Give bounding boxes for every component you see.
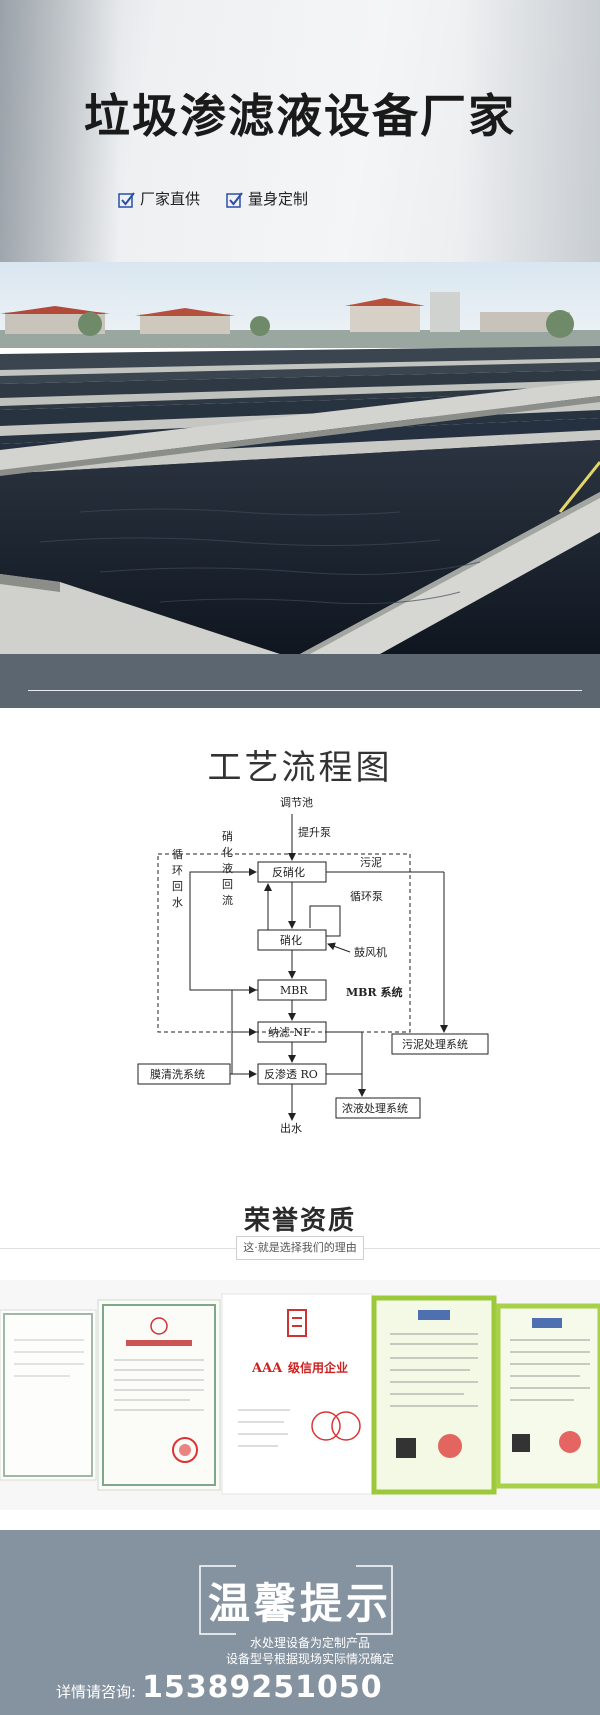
- certificate-1: [0, 1309, 97, 1481]
- label-xunhuan-huishui: 循: [172, 848, 183, 861]
- label-nalv: 纳滤 NF: [268, 1026, 311, 1039]
- process-title: 工艺流程图: [207, 748, 393, 788]
- label-mbr: MBR: [280, 984, 308, 997]
- checkbox-checked-icon: [118, 191, 135, 208]
- hero-shadow-right: [460, 0, 600, 262]
- hero-tag-label: 厂家直供: [140, 190, 201, 208]
- label-chushui: 出水: [280, 1121, 302, 1135]
- contact-label: 详情请咨询:: [56, 1683, 137, 1701]
- certificate-2: [97, 1299, 221, 1491]
- label-tishengbeng: 提升泵: [298, 826, 331, 839]
- process-flow-svg: 调节池 提升泵 反硝化 污泥 循环泵 硝化 鼓风机 MBR MBR 系统 纳滤 …: [137, 796, 489, 1135]
- certificates-strip: AAA 级信用企业: [0, 1280, 600, 1510]
- label-mbr-system: MBR 系统: [346, 985, 402, 999]
- label-xunhuan-huishui: 环: [172, 864, 183, 877]
- treatment-plant-photo: [0, 262, 600, 654]
- footer-frame-decoration: [199, 1565, 393, 1635]
- hero-tags: 厂家直供 量身定制: [118, 188, 308, 209]
- cert-aaa-text: AAA: [251, 1361, 283, 1376]
- hero-tag: 量身定制: [226, 188, 308, 209]
- box-wuni-chuli: [391, 1033, 489, 1055]
- certificate-iso-env: [495, 1303, 600, 1489]
- label-xiaohua-ye-huiliu: 液: [222, 861, 233, 875]
- footer-title: 温馨提示: [207, 1579, 392, 1628]
- footer-note-1: 水处理设备为定制产品: [249, 1636, 370, 1650]
- label-xiaohua-ye-huiliu: 化: [222, 845, 233, 859]
- footer-notice: 温馨提示 水处理设备为定制产品 设备型号根据现场实际情况确定 详情请咨询: 15…: [0, 1530, 600, 1715]
- certificates-illustration: AAA 级信用企业: [0, 1293, 600, 1495]
- treatment-plant-illustration: [0, 262, 600, 654]
- contact-phone[interactable]: 15389251050: [142, 1670, 383, 1705]
- divider-rule: [28, 690, 582, 691]
- hero-shadow-left: [0, 0, 120, 262]
- honor-subtitle: 这·就是选择我们的理由: [236, 1236, 364, 1260]
- label-gufengji: 鼓风机: [354, 945, 387, 959]
- label-xunhuan-huishui: 回: [172, 880, 183, 893]
- contact-info: 详情请咨询: 15389251050: [56, 1670, 383, 1705]
- hero-title: 垃圾渗滤液设备厂家: [84, 89, 516, 143]
- certificate-iso-14001: [371, 1295, 497, 1495]
- label-xiaohua-ye-huiliu: 流: [222, 893, 233, 907]
- label-xunhuanbeng: 循环泵: [350, 890, 383, 903]
- footer-note-2: 设备型号根据现场实际情况确定: [225, 1652, 394, 1666]
- checkbox-checked-icon: [226, 191, 243, 208]
- certificate-aaa: AAA 级信用企业: [221, 1293, 373, 1495]
- hero-banner: 垃圾渗滤液设备厂家 厂家直供 量身定制: [0, 0, 600, 262]
- process-flow-diagram: 调节池 提升泵 反硝化 污泥 循环泵 硝化 鼓风机 MBR MBR 系统 纳滤 …: [0, 790, 600, 1170]
- label-moqingxi: 膜清洗系统: [150, 1068, 205, 1081]
- label-xiaohua-ye-huiliu: 回: [222, 878, 233, 891]
- divider-band: [0, 654, 600, 708]
- label-nongye: 浓液处理系统: [342, 1101, 408, 1115]
- label-fanxiaohua: 反硝化: [272, 865, 305, 879]
- label-xiaohua: 硝化: [280, 933, 302, 947]
- mbr-system-boundary: [157, 853, 411, 1033]
- honor-title: 荣誉资质: [243, 1206, 356, 1236]
- label-wuni: 污泥: [360, 856, 382, 869]
- box-nongye: [335, 1097, 421, 1119]
- hero-tag: 厂家直供: [118, 188, 200, 209]
- hero-tag-label: 量身定制: [248, 190, 309, 208]
- label-tiaojiechi: 调节池: [280, 796, 313, 809]
- label-xiaohua-ye-huiliu: 硝: [222, 830, 233, 843]
- label-fanshentou: 反渗透 RO: [264, 1067, 318, 1081]
- label-wuni-chuli: 污泥处理系统: [402, 1038, 468, 1051]
- label-xunhuan-huishui: 水: [172, 896, 183, 909]
- cert-aaa-label: 级信用企业: [288, 1360, 348, 1375]
